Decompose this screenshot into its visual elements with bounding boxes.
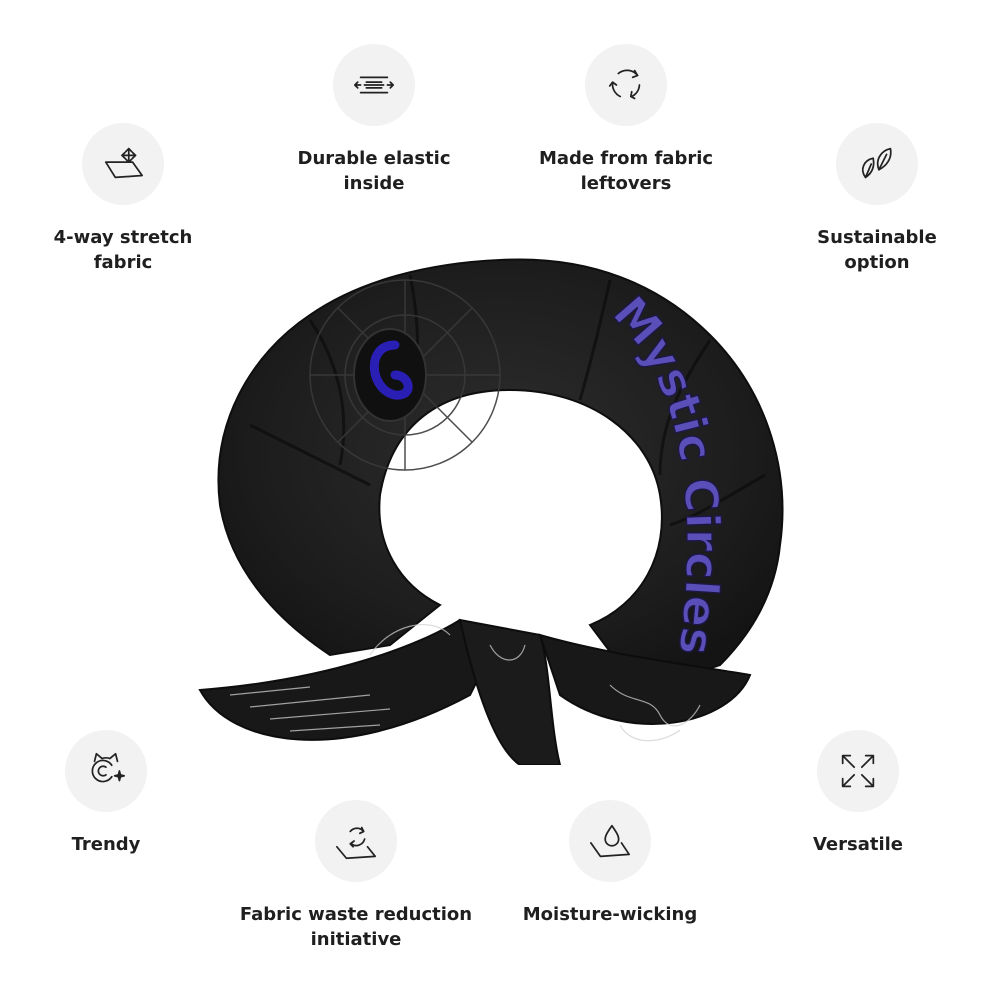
feature-fabric-waste-reduction: Fabric waste reduction initiative bbox=[236, 800, 476, 952]
droplet-fabric-icon bbox=[569, 800, 651, 882]
scrunchie-bow bbox=[198, 618, 492, 741]
fabric-recycle-icon bbox=[315, 800, 397, 882]
feature-label: Trendy bbox=[71, 834, 141, 855]
feature-label: Fabric waste reduction initiative bbox=[239, 904, 473, 950]
feature-label: Sustainable option bbox=[817, 227, 937, 273]
feature-moisture-wicking: Moisture-wicking bbox=[490, 800, 730, 927]
feature-sustainable-option: Sustainable option bbox=[757, 123, 997, 275]
feature-label: Made from fabric leftovers bbox=[538, 148, 714, 194]
scrunchie-illustration: Mystic Circles bbox=[198, 258, 784, 765]
feature-label: Durable elastic inside bbox=[297, 148, 451, 194]
feature-versatile: Versatile bbox=[738, 730, 978, 857]
feature-fabric-leftovers: Made from fabric leftovers bbox=[506, 44, 746, 196]
feature-trendy: Trendy bbox=[0, 730, 226, 857]
feature-durable-elastic: Durable elastic inside bbox=[254, 44, 494, 196]
recycle-arrows-icon bbox=[585, 44, 667, 126]
feature-4-way-stretch: 4-way stretch fabric bbox=[3, 123, 243, 275]
scrunchie-product-image: Mystic Circles bbox=[190, 225, 810, 765]
cat-sparkle-icon bbox=[65, 730, 147, 812]
feature-label: Versatile bbox=[812, 834, 904, 855]
elastic-band-icon bbox=[333, 44, 415, 126]
leaves-icon bbox=[836, 123, 918, 205]
feature-label: Moisture-wicking bbox=[522, 904, 698, 925]
feature-label: 4-way stretch fabric bbox=[53, 227, 193, 273]
expand-arrows-icon bbox=[817, 730, 899, 812]
stretch-arrows-icon bbox=[82, 123, 164, 205]
